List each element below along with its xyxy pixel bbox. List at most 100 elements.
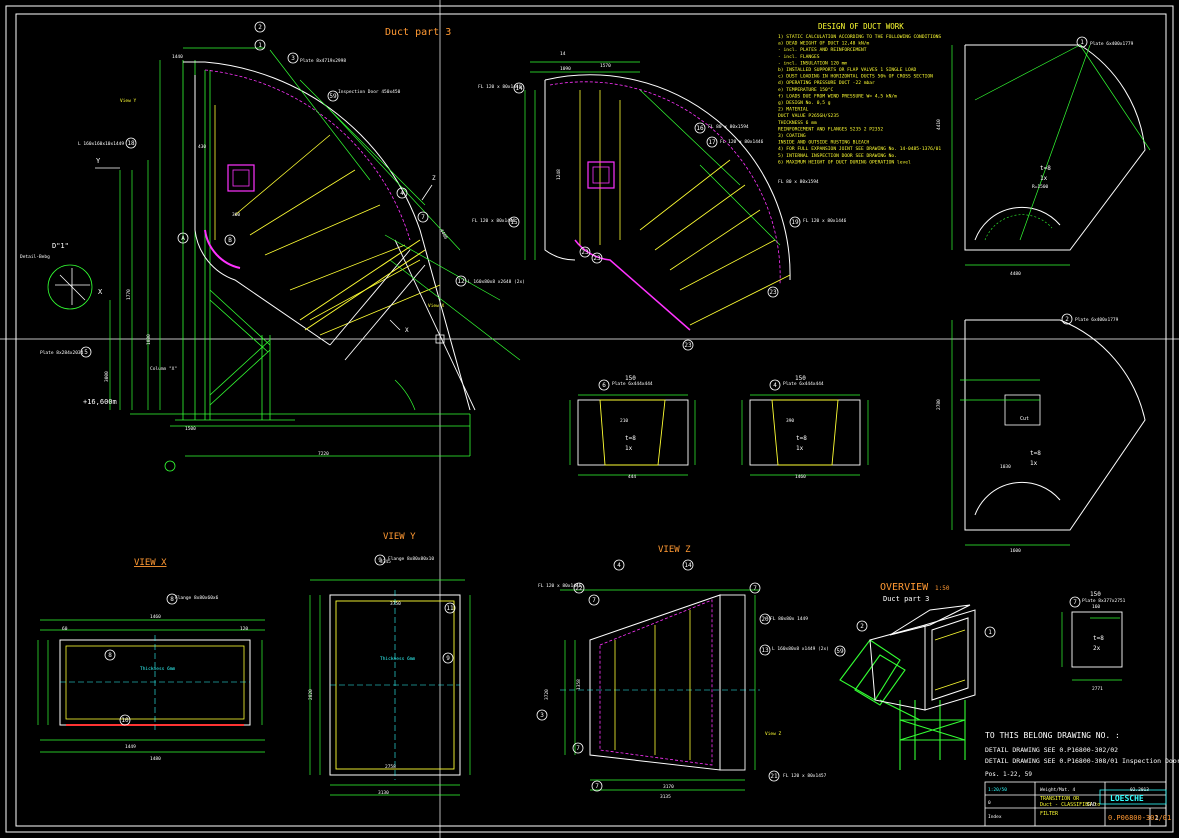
detail-content xyxy=(55,268,90,305)
balloon-circle xyxy=(682,559,694,571)
dimension-value: 1030 xyxy=(1000,464,1011,470)
plate4-qty-t: t=8 xyxy=(796,435,807,442)
plate6-qty-t: t=8 xyxy=(625,435,636,442)
plate1-qty: 1x xyxy=(1040,175,1048,182)
second-elbow-inner xyxy=(544,80,576,261)
dimension-value: 3170 xyxy=(663,784,674,790)
balloon-number: 14 xyxy=(684,562,692,569)
balloon-number: 7 xyxy=(592,597,596,604)
spec-line: 3) COATING xyxy=(778,133,806,139)
dimension-value: 3345 xyxy=(380,559,391,565)
balloon-number: 5 xyxy=(84,349,88,356)
dimension-value: 120 xyxy=(240,626,248,632)
balloon-circle xyxy=(224,234,236,246)
plate-1-development xyxy=(951,44,1151,266)
angle18-label: L 160x160x10x1449 xyxy=(78,141,124,147)
cut-label: Cut xyxy=(1020,416,1029,422)
belong-title: TO THIS BELONG DRAWING NO. : xyxy=(985,731,1120,740)
dimension-value: 14 xyxy=(560,51,566,57)
dimension-value: 3130 xyxy=(378,790,389,796)
balloon-number: 7 xyxy=(753,585,757,592)
balloon-circle xyxy=(455,275,467,287)
balloon-circle xyxy=(588,594,600,606)
spec-line: 5) INTERNAL INSPECTION DOOR SEE DRAWING … xyxy=(778,153,897,159)
dimension-value: 1600 xyxy=(1010,548,1021,554)
insp-door-label: Inspection Door 450x450 xyxy=(338,89,401,95)
balloon-number: 23 xyxy=(593,255,601,262)
balloon-circle xyxy=(536,709,548,721)
fl14-label: FL 120 x 80x1446 xyxy=(478,84,522,90)
duct-part-title: Duct part 3 xyxy=(385,27,451,38)
inner-frame xyxy=(15,13,1167,827)
balloon-number: 23 xyxy=(769,289,777,296)
plate7-label: Plate 8x377x2751 xyxy=(1082,598,1126,604)
dimension-value: 2820 xyxy=(308,689,314,700)
dimension-value: 1500 xyxy=(185,426,196,432)
dimension-value: 1460 xyxy=(150,614,161,620)
section-150-a: 150 xyxy=(625,375,636,382)
view-x-title: VIEW X xyxy=(134,558,167,568)
balloon-number: 4 xyxy=(400,190,404,197)
balloon-circle xyxy=(80,346,92,358)
balloon-circle xyxy=(396,187,408,199)
detail-d-label: D"1" xyxy=(52,242,69,250)
drawing-number: 0.P06800-302/01 xyxy=(1108,814,1171,822)
flange8-label: Flange 8x80x60x6 xyxy=(175,595,219,601)
index-label: Index xyxy=(988,814,1002,820)
inspection-door-inner xyxy=(232,169,250,187)
elbow-inner-outline xyxy=(194,75,331,346)
dimension-value: 2771 xyxy=(1092,686,1103,692)
spec-line: g) DESIGN No. 0,5 g xyxy=(778,100,831,106)
section-150-b: 150 xyxy=(795,375,806,382)
angle12-label: L 160x80x8 x2648 (2x) xyxy=(468,279,525,285)
dimension-value: 1449 xyxy=(125,744,136,750)
plate3-label: Plate 8x4719x2998 xyxy=(300,58,346,64)
overview-3d xyxy=(839,604,976,770)
taper-section xyxy=(329,239,476,411)
balloon-number: 19 xyxy=(791,219,799,226)
spec-lines: 1) STATIC CALCULATION ACCORDING TO THE F… xyxy=(778,34,941,165)
balloon-number: 10 xyxy=(121,717,129,724)
balloon-number: 11 xyxy=(446,605,454,612)
balloon-number: 2 xyxy=(860,623,864,630)
balloon-number: 4 xyxy=(617,562,621,569)
view-x-drawing xyxy=(37,619,265,753)
dimension-value: 3720 xyxy=(544,689,550,700)
plate2-qty-t: t=8 xyxy=(1030,450,1041,457)
balloon-number: 18 xyxy=(127,140,135,147)
overview-subtitle: Duct part 3 xyxy=(883,595,929,603)
spec-line: 4) FOR FULL EXPANSION JOINT SEE DRAWING … xyxy=(778,146,941,152)
dimension-value: 1480 xyxy=(150,756,161,762)
support-column xyxy=(130,60,471,457)
rev-label: 0 xyxy=(988,800,991,806)
elbow-dimension-lines xyxy=(109,47,521,411)
balloon-number: 7 xyxy=(576,745,580,752)
dimension-value: 444 xyxy=(628,474,636,480)
balloon-circle xyxy=(759,644,771,656)
balloon-circle xyxy=(254,39,266,51)
balloon-circle xyxy=(287,52,299,64)
second-elbow-inner-seam xyxy=(574,239,691,331)
spec-line: DUCT VALUE P265GH/S235 xyxy=(778,113,839,119)
balloon-circle xyxy=(613,559,625,571)
balloon-circle xyxy=(768,770,780,782)
second-inspection-door-inner xyxy=(592,166,610,184)
balloon-circle xyxy=(682,339,694,351)
column-label: Column "X" xyxy=(150,366,177,372)
spec-line: 6) MAXIMUM HEIGHT OF DUCT DURING OPERATI… xyxy=(778,159,911,165)
balloon-number: 16 xyxy=(696,125,704,132)
balloon-circle xyxy=(1076,36,1088,48)
balloon-circle xyxy=(591,780,603,792)
balloon-number: 3 xyxy=(540,712,544,719)
dimension-value: 1460 xyxy=(795,474,806,480)
balloon-number: 7 xyxy=(595,783,599,790)
elevation-label: +16,600m xyxy=(83,398,117,406)
thickness-view-y: Thickness 6mm xyxy=(380,656,416,662)
dimension-value: 390 xyxy=(786,418,794,424)
axis-z-label: Z xyxy=(432,175,436,182)
plate1-qty-t: t=8 xyxy=(1040,165,1051,172)
elbow-outer-seam xyxy=(204,69,411,241)
scale-label: 1:20/50 xyxy=(988,787,1007,793)
balloon-circle xyxy=(254,21,266,33)
axis-markers xyxy=(95,167,433,331)
